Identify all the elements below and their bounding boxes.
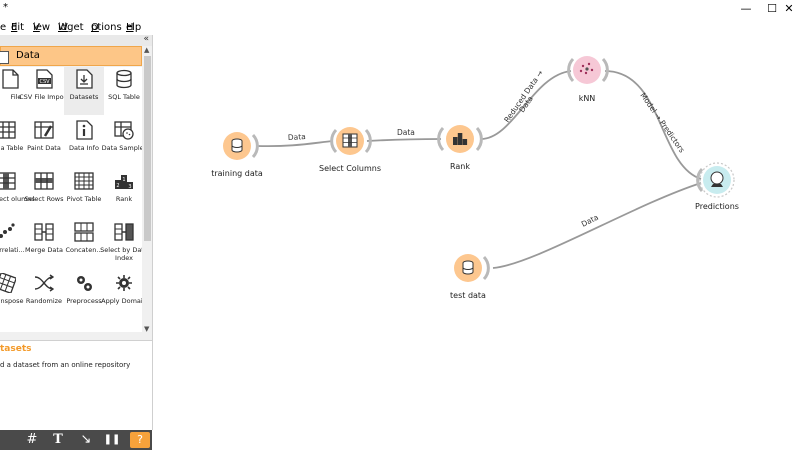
workflow-svg: Data Data Reduced Data → Data Model → Pr…	[223, 56, 735, 282]
pivot-table-icon	[74, 172, 94, 190]
rank-node-icon	[453, 133, 468, 145]
close-button[interactable]: ✕	[784, 2, 794, 15]
category-label: Data	[16, 50, 40, 61]
merge-data-icon	[34, 223, 54, 241]
dock-scrollbar[interactable]: ▲ ▼	[143, 46, 152, 336]
widget-file[interactable]: File	[0, 69, 30, 117]
widget-data-sampler[interactable]: Data Sampler	[102, 120, 142, 168]
widget-description-panel: tasets d a dataset from an online reposi…	[0, 340, 152, 431]
arrow-annotation-button[interactable]: ↘	[80, 432, 92, 447]
data-category-icon	[0, 51, 9, 64]
rank-icon: 213	[115, 175, 133, 190]
link-test-predictions[interactable]	[492, 182, 702, 269]
link-training-select[interactable]	[256, 140, 334, 148]
link-knn-predictions[interactable]	[604, 70, 702, 180]
widget-merge-data[interactable]: Merge Data	[24, 222, 64, 270]
title-bar: * — ☐ ✕	[0, 0, 800, 18]
randomize-icon	[34, 274, 54, 292]
widget-dock: « Data File CSV CSV File Import Datasets…	[0, 34, 153, 431]
node-label-select-columns: Select Columns	[318, 164, 382, 173]
scrollbar-thumb[interactable]	[144, 56, 151, 241]
widget-datasets[interactable]: Datasets	[64, 67, 104, 115]
workflow-canvas[interactable]: Data Data Reduced Data → Data Model → Pr…	[153, 35, 800, 450]
select-columns-node-icon	[342, 133, 358, 148]
link-label-model-predictors: Model → Predictors	[638, 91, 686, 154]
data-info-icon	[76, 120, 93, 140]
test-file-node-icon	[462, 260, 474, 275]
csv-icon: CSV	[36, 69, 53, 89]
svg-text:1: 1	[122, 177, 125, 183]
widget-apply-domain[interactable]: Apply Domain	[101, 273, 142, 321]
widget-paint-data[interactable]: Paint Data	[24, 120, 64, 168]
node-rank[interactable]	[437, 125, 483, 153]
link-label-data-2: Data	[397, 128, 415, 137]
node-label-predictions: Predictions	[695, 202, 739, 211]
dock-collapse-button[interactable]: «	[143, 34, 149, 44]
node-label-test-data: test data	[450, 291, 486, 300]
link-rank-knn[interactable]	[480, 70, 572, 140]
widget-correlations[interactable]: rrelati...	[0, 222, 26, 270]
file-icon	[2, 69, 19, 89]
node-select-columns[interactable]	[330, 127, 372, 155]
svg-text:CSV: CSV	[39, 79, 50, 85]
knn-node-icon	[579, 62, 594, 75]
widget-select-rows[interactable]: Select Rows	[24, 171, 64, 219]
scroll-up-icon[interactable]: ▲	[144, 46, 150, 54]
node-training-data[interactable]	[223, 132, 259, 160]
widget-data-info[interactable]: Data Info	[64, 120, 104, 168]
widget-data-table[interactable]: a Table	[0, 120, 26, 168]
preprocess-icon	[77, 276, 92, 291]
scroll-down-icon[interactable]: ▼	[144, 325, 150, 333]
concatenate-icon	[74, 222, 94, 242]
widget-sql-table[interactable]: SQL Table	[104, 69, 142, 117]
bottom-toolbar: # T ↘ ❚❚ ?	[0, 430, 152, 450]
widget-pivot-table[interactable]: Pivot Table	[64, 171, 104, 219]
widget-grid: File CSV CSV File Import Datasets SQL Ta…	[0, 67, 142, 332]
svg-text:2: 2	[116, 183, 119, 189]
transpose-icon	[0, 273, 16, 293]
category-header-data[interactable]: Data	[0, 46, 142, 66]
data-table-icon	[0, 121, 16, 139]
link-label-data-1: Data	[288, 132, 306, 142]
help-button[interactable]: ?	[130, 432, 150, 448]
node-knn[interactable]	[567, 56, 609, 84]
widget-csv-file-import[interactable]: CSV CSV File Import	[19, 69, 69, 117]
select-by-index-icon	[114, 223, 134, 241]
select-rows-icon	[34, 172, 54, 190]
link-select-rank[interactable]	[366, 138, 442, 142]
select-columns-icon	[0, 172, 16, 190]
sql-table-icon	[116, 69, 132, 89]
widget-transpose[interactable]: nspose	[0, 273, 26, 321]
widget-randomize[interactable]: Randomize	[24, 273, 64, 321]
minimize-button[interactable]: —	[740, 2, 752, 15]
widget-concatenate[interactable]: Concaten...	[64, 222, 104, 270]
paint-data-icon	[34, 121, 54, 139]
widget-select-by-data-index[interactable]: Select by Data Index	[100, 222, 142, 270]
link-label-data-4: Data	[580, 213, 600, 229]
grid-button[interactable]: #	[26, 432, 38, 447]
widget-select-columns[interactable]: Select olumns	[0, 171, 35, 219]
data-sampler-icon	[114, 121, 134, 140]
node-label-knn: kNN	[578, 94, 596, 103]
node-label-training-data: training data	[211, 169, 263, 178]
maximize-button[interactable]: ☐	[767, 2, 777, 15]
apply-domain-icon	[116, 275, 132, 291]
widget-preprocess[interactable]: Preprocess	[64, 273, 104, 321]
datasets-icon	[76, 69, 93, 89]
node-label-rank: Rank	[450, 162, 470, 171]
svg-text:3: 3	[128, 184, 131, 190]
node-predictions[interactable]	[696, 162, 735, 198]
correlations-icon	[0, 223, 15, 238]
description-text: d a dataset from an online repository	[0, 361, 131, 369]
window-title: *	[3, 2, 8, 13]
file-node-icon	[231, 138, 243, 153]
node-test-data[interactable]	[454, 254, 490, 282]
description-title: tasets	[0, 344, 32, 354]
pause-button[interactable]: ❚❚	[103, 434, 121, 445]
predictions-crystal-ball-icon	[710, 171, 724, 187]
dock-header: «	[0, 34, 152, 46]
text-annotation-button[interactable]: T	[53, 432, 63, 447]
